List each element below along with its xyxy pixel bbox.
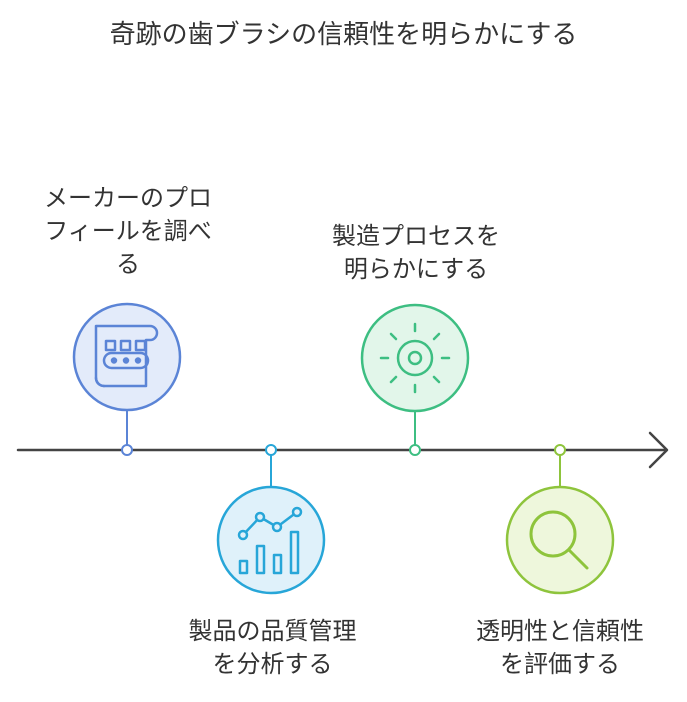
step-4-label: 透明性と信頼性 を評価する [446, 615, 674, 681]
step-1-marker [121, 410, 133, 456]
line-bar-chart-icon [237, 506, 303, 575]
step-4-label-line: を評価する [500, 650, 620, 678]
step-1-node[interactable] [72, 302, 182, 412]
step-2-label-line: 製品の品質管理 [188, 617, 357, 645]
step-3-label: 製造プロセスを 明らかにする [302, 220, 530, 286]
step-4-marker [554, 444, 566, 488]
timeline-arrowhead [648, 431, 669, 469]
step-1-label: メーカーのプロ フィールを調べ る [12, 182, 244, 281]
step-4-node[interactable] [505, 485, 615, 595]
step-2-label-line: を分析する [212, 650, 333, 678]
magnifying-glass-icon [529, 510, 589, 570]
step-4-label-line: 透明性と信頼性 [476, 617, 644, 645]
step-2-node[interactable] [216, 485, 326, 595]
step-1-label-line: る [116, 250, 140, 278]
step-2-marker [265, 444, 277, 488]
step-1-label-line: メーカーのプロ [44, 184, 212, 212]
step-3-label-line: 製造プロセスを [332, 222, 500, 250]
step-1-label-line: フィールを調べ [44, 217, 212, 245]
page-title: 奇跡の歯ブラシの信頼性を明らかにする [109, 20, 578, 50]
step-3-node[interactable] [360, 303, 470, 413]
step-2-label: 製品の品質管理 を分析する [165, 615, 380, 681]
factory-conveyor-icon [94, 324, 159, 388]
step-3-label-line: 明らかにする [343, 255, 489, 283]
step-3-marker [409, 410, 421, 456]
sun-gear-icon [379, 322, 451, 394]
